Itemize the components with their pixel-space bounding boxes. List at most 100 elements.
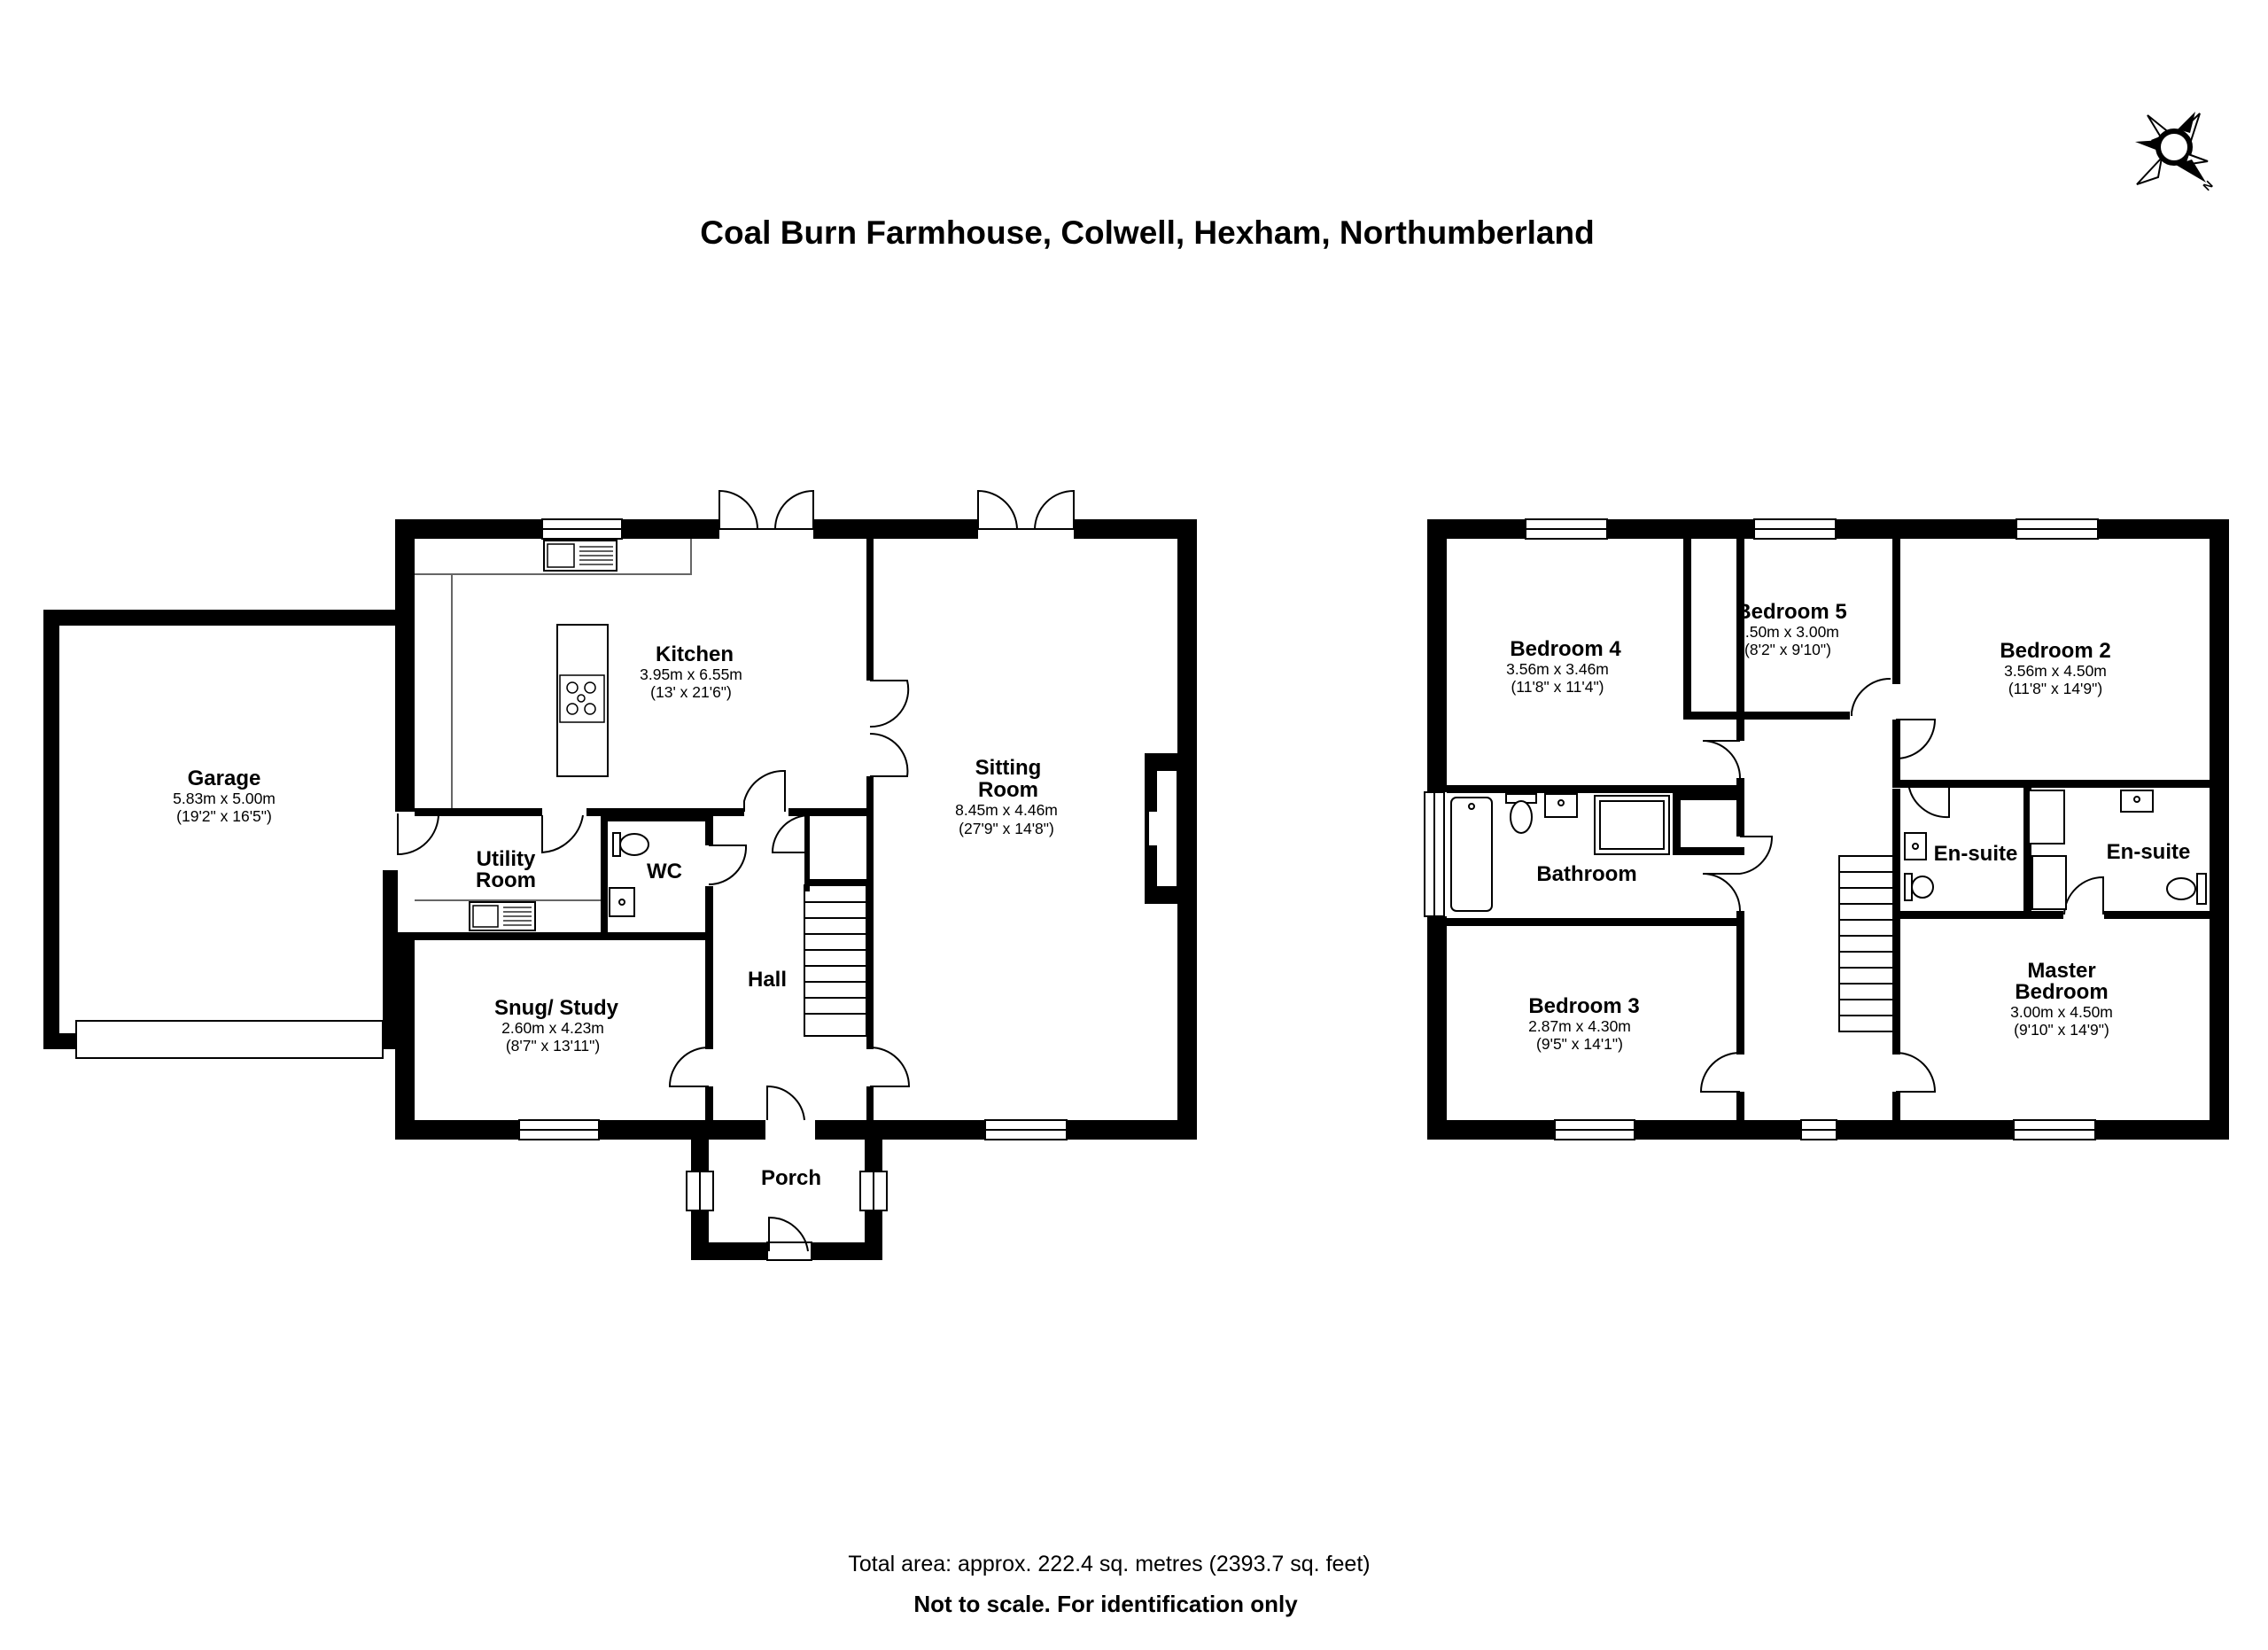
garage-label: Garage <box>188 767 261 790</box>
sitting-room-metric: 8.45m x 4.46m <box>955 801 1058 819</box>
ff-wall-right <box>2210 519 2229 1140</box>
ff-ensuite1-shower-icon <box>2028 790 2067 910</box>
kitchen-sitting-wall-upper <box>866 539 874 681</box>
ground-wall-bottom-1 <box>395 1120 519 1140</box>
ff-ensuite-divider <box>2023 780 2031 918</box>
ff-bath-door <box>1702 873 1741 912</box>
ground-staircase <box>804 884 867 1037</box>
garage-metric: 5.83m x 5.00m <box>173 790 276 807</box>
bedroom4-label: Bedroom 4 <box>1510 637 1621 661</box>
hall-label: Hall <box>748 968 787 992</box>
hall-snug-door <box>668 1046 710 1087</box>
master-metric: 3.00m x 4.50m <box>2010 1003 2113 1021</box>
ff-wall-bottom-1 <box>1427 1120 1555 1140</box>
snug-metric: 2.60m x 4.23m <box>501 1019 604 1037</box>
kitchen-metric: 3.95m x 6.55m <box>640 665 742 683</box>
first-floor <box>1424 518 2229 1140</box>
ff-bed3-door <box>1699 1051 1741 1093</box>
ensuite2-label: En-suite <box>2107 840 2191 864</box>
total-area: Total area: approx. 222.4 sq. metres (23… <box>848 1552 1370 1576</box>
ff-bath-bottom-wall <box>1447 918 1744 926</box>
garage-imperial: (19'2" x 16'5") <box>176 807 272 825</box>
garage-wall-right <box>383 870 398 1049</box>
hall-cupboard-wall-bottom <box>804 879 872 885</box>
ff-bed2-bottom-wall <box>1892 780 2229 788</box>
hall-sitting-wall-lower <box>866 874 874 1049</box>
snug-label: Snug/ Study <box>494 996 619 1020</box>
hall-left-wall-upper <box>705 813 713 845</box>
ff-ensuite-bottom-1 <box>1892 911 2031 919</box>
ground-wall-bottom-2 <box>599 1120 765 1140</box>
porch-hall-door <box>766 1085 805 1121</box>
ff-ensuite1-toilet-icon <box>1904 873 1934 901</box>
ground-wall-top-4 <box>1074 519 1197 539</box>
master-label-2: Bedroom <box>2015 980 2108 1004</box>
garage-wall-bottom-left <box>43 1033 79 1049</box>
ff-bed5-door <box>1851 677 1891 716</box>
ff-ensuite2-door <box>2063 876 2104 915</box>
sitting-room-imperial: (27'9" x 14'8") <box>959 820 1054 837</box>
ff-bed5-bottom-wall <box>1683 712 1850 720</box>
utility-kitchen-door <box>541 814 584 854</box>
ff-wall-left-upper <box>1427 519 1447 792</box>
ff-wall-bottom-2 <box>1635 1120 1801 1140</box>
bedroom2-label: Bedroom 2 <box>2000 639 2110 663</box>
wc-toilet-icon <box>612 832 649 857</box>
ensuite1-label: En-suite <box>1934 842 2018 866</box>
wc-door <box>708 844 748 886</box>
kitchen-hall-door <box>743 769 786 812</box>
ff-ensuite2-basin-icon <box>2120 790 2154 813</box>
garage-wall-top <box>43 610 398 626</box>
bedroom3-label: Bedroom 3 <box>1528 994 1639 1018</box>
kitchen-hob <box>559 674 605 723</box>
plan-title: Coal Burn Farmhouse, Colwell, Hexham, No… <box>700 214 1594 251</box>
ff-wall-top-3 <box>1836 519 2016 539</box>
ground-wall-bottom-3 <box>815 1120 985 1140</box>
wc-top-wall <box>601 813 711 821</box>
ff-shower-icon <box>1594 795 1670 855</box>
bedroom5-metric: 2.50m x 3.00m <box>1736 623 1839 641</box>
ground-floor <box>43 489 1197 1261</box>
bedroom4-imperial: (11'8" x 11'4") <box>1511 678 1604 696</box>
master-imperial: (9'10" x 14'9") <box>2014 1021 2109 1039</box>
ff-wall-left-lower <box>1427 916 1447 1140</box>
ff-staircase <box>1838 855 1895 1032</box>
ff-bed5-left-wall <box>1683 539 1691 720</box>
ff-airing-cupboard <box>1673 792 1744 800</box>
ff-bed4-right-wall <box>1736 539 1744 741</box>
ff-ensuite1-basin-icon <box>1904 832 1927 860</box>
ff-ensuite-bottom-2 <box>2031 911 2063 919</box>
ground-wall-top-1 <box>395 519 542 539</box>
hall-cupboard-door <box>771 814 811 853</box>
ground-wall-top-2 <box>622 519 719 539</box>
ff-wall-bottom-3 <box>1837 1120 2014 1140</box>
ff-bed3-right-wall <box>1736 918 1744 1055</box>
ff-wall-top-4 <box>2098 519 2229 539</box>
hall-sitting-door <box>869 1046 911 1087</box>
porch-wall-bottom-left <box>691 1242 767 1260</box>
sitting-room-label-1: Sitting <box>975 756 1042 780</box>
ff-ensuite1-door <box>1907 782 1950 819</box>
porch-wall-bottom-right <box>812 1242 882 1260</box>
ff-wall-bottom-4 <box>2095 1120 2229 1140</box>
kitchen-sitting-wall-lower <box>866 776 874 874</box>
kitchen-worktop <box>415 539 692 813</box>
ff-ensuite2-toilet-icon <box>2166 873 2207 905</box>
compass-icon: N <box>2135 112 2216 193</box>
snug-top-wall <box>415 932 712 940</box>
ground-wall-top-3 <box>813 519 978 539</box>
hall-left-wall <box>705 886 713 1049</box>
utility-label-2: Room <box>476 868 536 892</box>
utility-right-wall <box>601 813 608 938</box>
kitchen-sitting-double-door <box>869 680 910 777</box>
garage-door <box>75 1020 384 1059</box>
ff-bed4-door <box>1702 740 1741 779</box>
ground-wall-left-upper <box>395 519 415 812</box>
garage-utility-door <box>397 813 439 856</box>
sitting-room-label-2: Room <box>978 778 1038 802</box>
ff-bath-basin-icon <box>1544 793 1578 818</box>
ff-ensuite-bottom-3 <box>2104 911 2229 919</box>
kitchen-imperial: (13' x 21'6") <box>650 683 732 701</box>
hall-left-wall-lower <box>705 1086 713 1120</box>
